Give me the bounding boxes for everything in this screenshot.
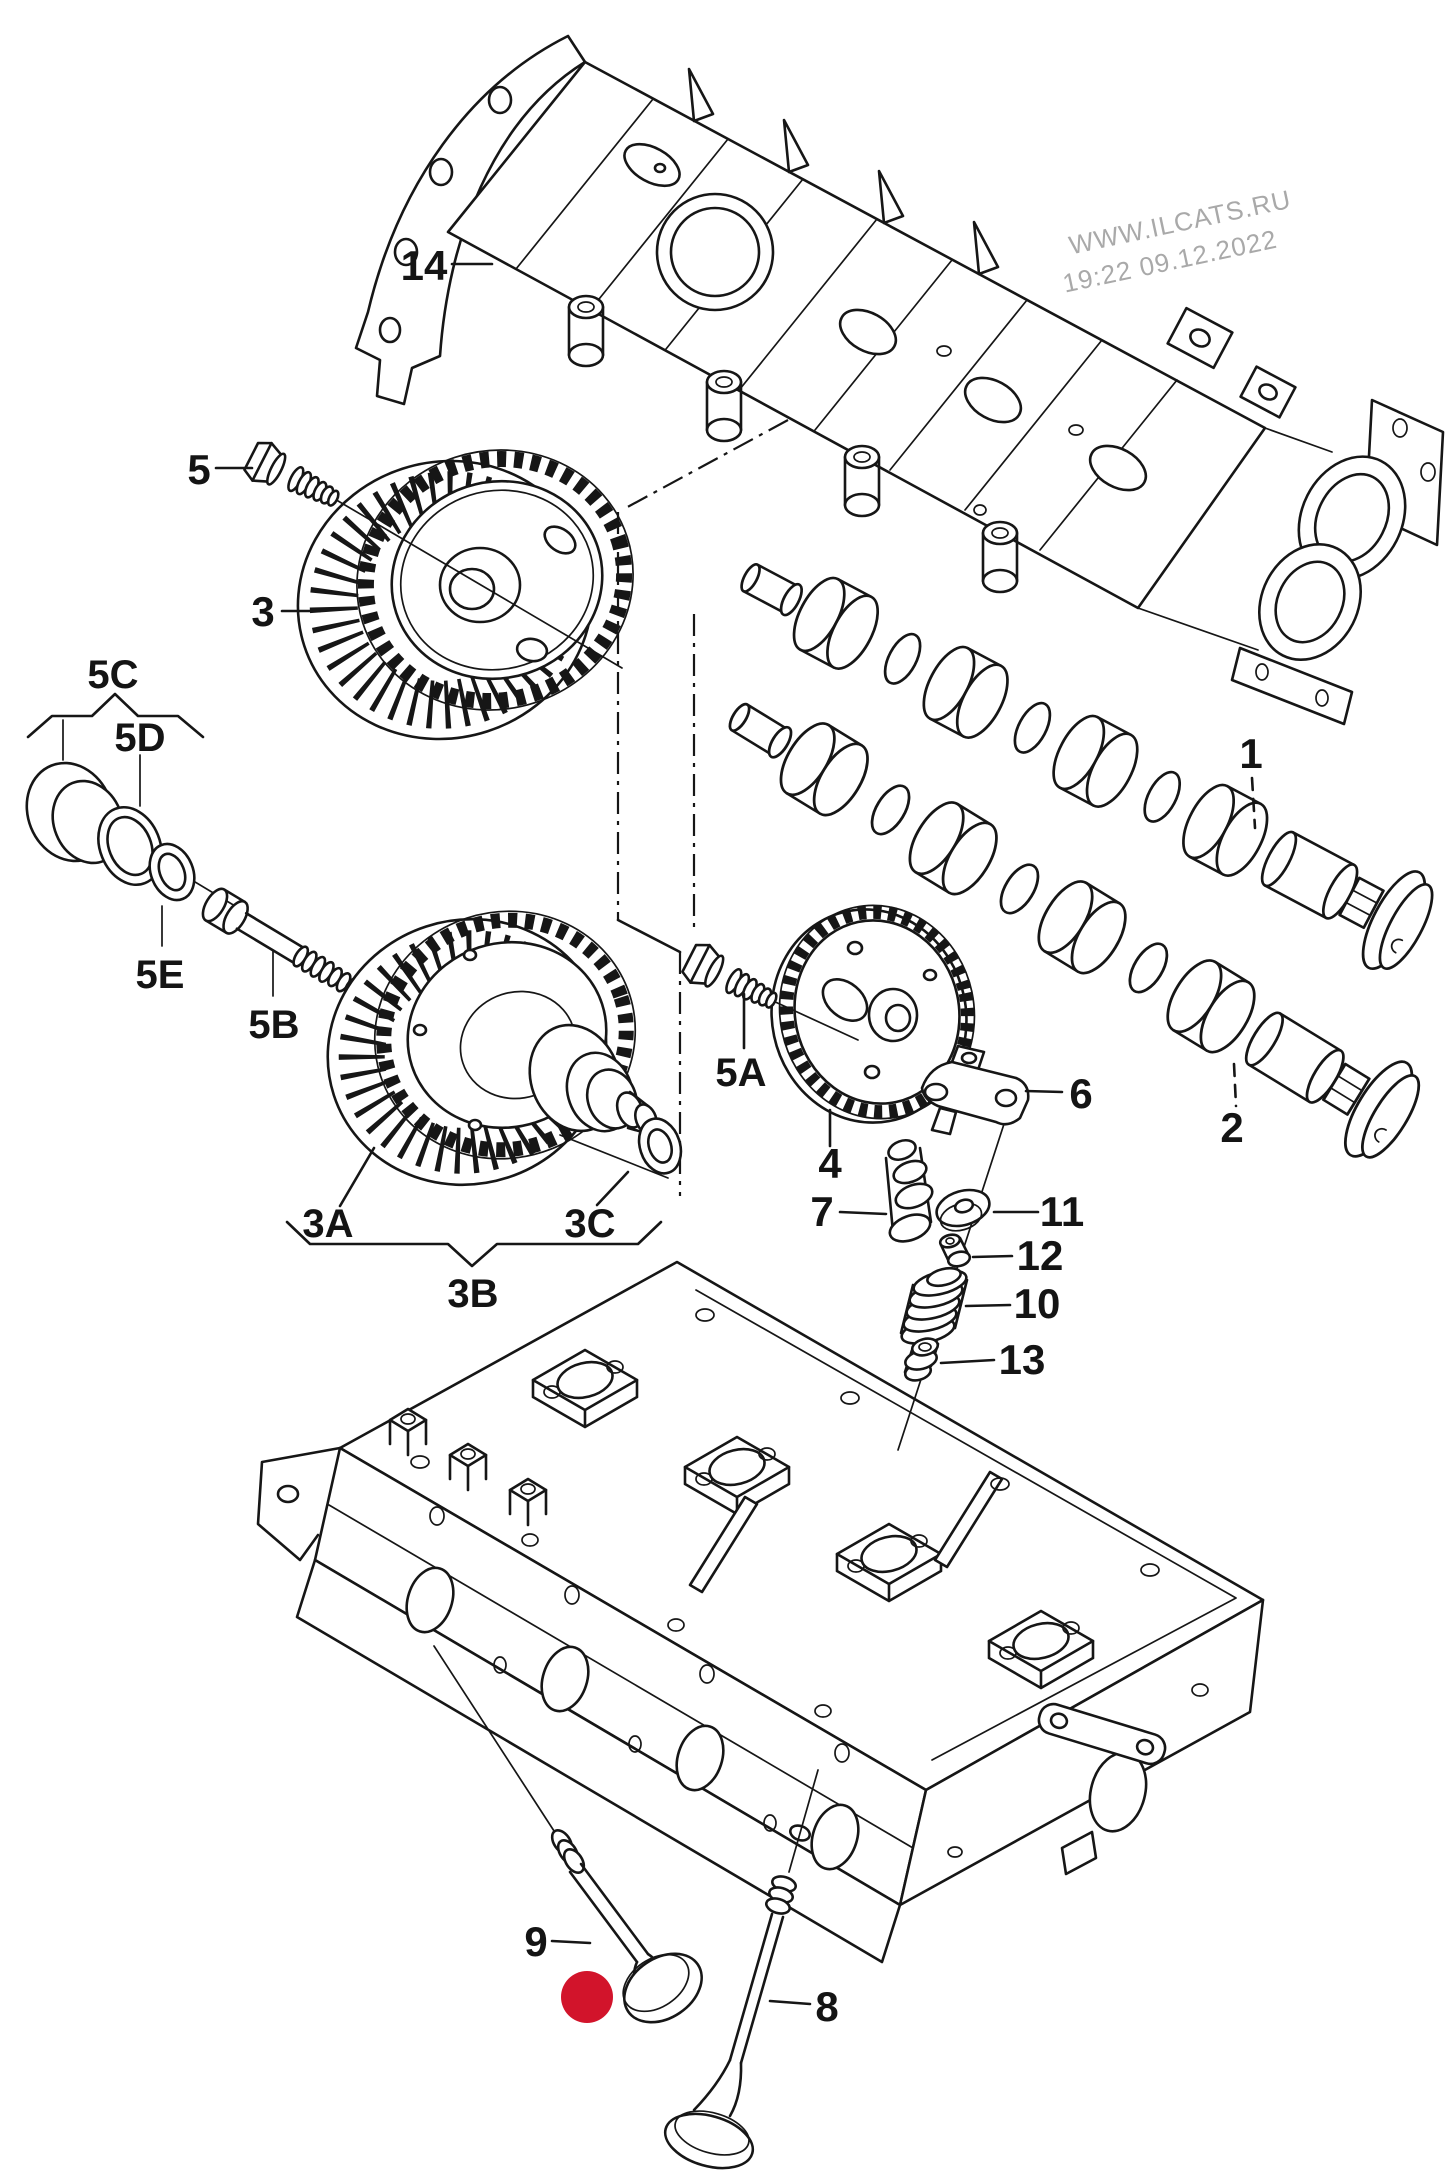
camshaft-adjuster-gear-3 <box>296 449 634 741</box>
callout-10[interactable]: 10 <box>1014 1280 1061 1327</box>
callout-13[interactable]: 13 <box>999 1336 1046 1383</box>
valve-cover <box>354 34 1445 726</box>
valve-8 <box>663 1769 819 2170</box>
valve-spring-retainer-11 <box>935 1188 991 1232</box>
callout-9[interactable]: 9 <box>524 1918 547 1965</box>
gear-assembly-3a <box>326 910 659 1187</box>
callout-3[interactable]: 3 <box>251 588 274 635</box>
valve-stem-seal-13 <box>903 1337 940 1382</box>
callout-3c[interactable]: 3C <box>564 1202 615 1246</box>
callout-14[interactable]: 14 <box>401 242 448 289</box>
callout-5d[interactable]: 5D <box>114 716 165 760</box>
highlight-marker-part-9[interactable] <box>561 1971 613 2023</box>
callout-5e[interactable]: 5E <box>136 953 185 997</box>
bolt-5a <box>678 938 859 1041</box>
callout-3a[interactable]: 3A <box>302 1202 353 1246</box>
callout-4[interactable]: 4 <box>818 1140 842 1187</box>
washer-3c <box>559 1117 683 1179</box>
cover-bolt-towers <box>567 294 1019 594</box>
callout-8[interactable]: 8 <box>815 1983 838 2030</box>
valve-cone-piece-12 <box>938 1233 972 1268</box>
cylinder-towers <box>531 1348 1095 1690</box>
camshaft-sprocket-4 <box>770 904 976 1124</box>
leader-lines <box>26 262 1257 2006</box>
valve-9 <box>433 1645 703 2024</box>
callout-2[interactable]: 2 <box>1220 1104 1243 1151</box>
callout-5a[interactable]: 5A <box>715 1051 766 1095</box>
callout-1[interactable]: 1 <box>1239 730 1262 777</box>
watermark: WWW.ILCATS.RU 19:22 09.12.2022 <box>1060 184 1294 299</box>
callout-11[interactable]: 11 <box>1040 1188 1084 1235</box>
callout-6[interactable]: 6 <box>1069 1070 1092 1117</box>
callout-7[interactable]: 7 <box>810 1188 833 1235</box>
sealing-cap-set-5c <box>25 761 256 919</box>
callout-5c[interactable]: 5C <box>87 653 138 697</box>
callout-3b[interactable]: 3B <box>447 1272 498 1316</box>
support-element-7 <box>884 1138 934 1243</box>
cylinder-head <box>256 1260 1265 1964</box>
callout-5[interactable]: 5 <box>187 446 210 493</box>
callouts: 14 5 3 5C 5D 5E 5B 3A 3C 3B 1 2 5A 4 6 7… <box>87 242 1262 2030</box>
bolt-5 <box>240 436 623 669</box>
callout-12[interactable]: 12 <box>1017 1232 1064 1279</box>
valve-spring-10 <box>899 1266 969 1345</box>
callout-5b[interactable]: 5B <box>248 1003 299 1047</box>
deck-posts <box>388 1407 548 1527</box>
